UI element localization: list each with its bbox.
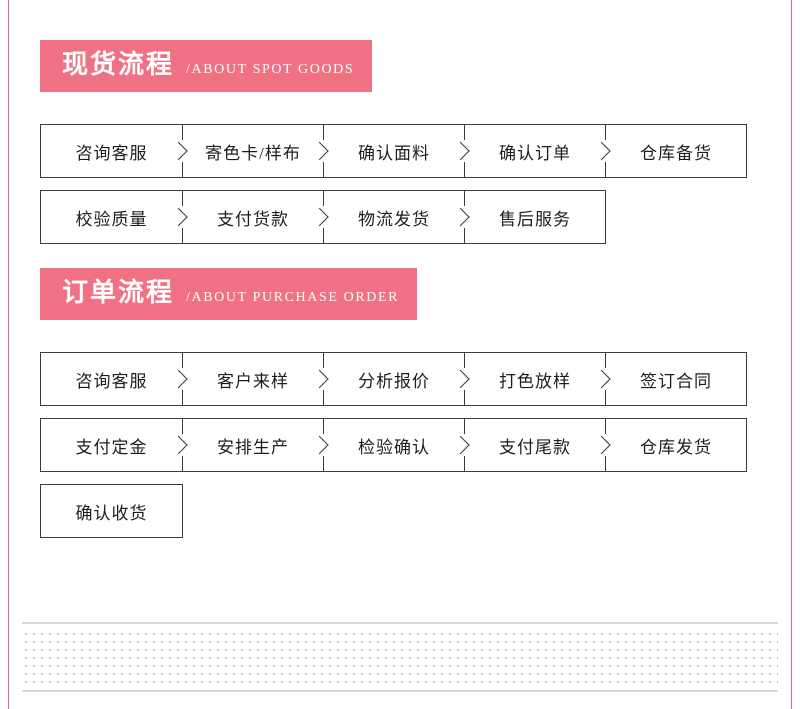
flow-step[interactable]: 确认订单: [458, 125, 605, 177]
flow-step[interactable]: 分析报价: [317, 353, 464, 405]
flow-step-label: 安排生产: [217, 437, 289, 457]
flow-step-label: 寄色卡/样布: [205, 143, 301, 163]
flow-step[interactable]: 仓库发货: [599, 419, 746, 471]
flow-step-label: 分析报价: [358, 371, 430, 391]
heading-title-en: /ABOUT SPOT GOODS: [186, 62, 355, 77]
right-red-rule: [791, 0, 792, 709]
flow-step-label: 签订合同: [640, 371, 712, 391]
flow-step-label: 支付定金: [75, 437, 148, 457]
flow-row: 咨询客服 客户来样 分析报价 打色放样 签订合同: [40, 352, 747, 406]
flow-step[interactable]: 支付尾款: [458, 419, 605, 471]
flow-step-label: 仓库发货: [640, 437, 712, 457]
flow-step[interactable]: 支付定金: [41, 419, 182, 471]
flow-step-label: 确认面料: [358, 143, 430, 163]
flow-step[interactable]: 咨询客服: [41, 353, 182, 405]
flow-step[interactable]: 物流发货: [317, 191, 464, 243]
flow-step[interactable]: 确认面料: [317, 125, 464, 177]
flow-row: 确认收货: [40, 484, 183, 538]
flow-step[interactable]: 咨询客服: [41, 125, 182, 177]
flow-step-label: 客户来样: [217, 371, 289, 391]
flow-step-label: 确认收货: [75, 503, 148, 523]
flow-step[interactable]: 安排生产: [176, 419, 323, 471]
flow-step[interactable]: 校验质量: [41, 191, 182, 243]
footer-dot-pattern: [22, 630, 778, 686]
flow-step-label: 校验质量: [75, 209, 148, 229]
section-purchase-order: 订单流程 /ABOUT PURCHASE ORDER 咨询客服 客户来样 分析报…: [40, 268, 747, 538]
flow-step[interactable]: 支付货款: [176, 191, 323, 243]
flow-step-label: 打色放样: [499, 371, 571, 391]
left-red-rule: [8, 0, 9, 709]
footer-divider-top: [22, 622, 778, 624]
flow-row: 咨询客服 寄色卡/样布 确认面料 确认订单 仓库备货: [40, 124, 747, 178]
section-heading-spot-goods: 现货流程 /ABOUT SPOT GOODS: [40, 40, 373, 92]
flow-step[interactable]: 签订合同: [599, 353, 746, 405]
flow-step[interactable]: 售后服务: [458, 191, 605, 243]
flow-step[interactable]: 打色放样: [458, 353, 605, 405]
flow-step[interactable]: 客户来样: [176, 353, 323, 405]
flow-step[interactable]: 检验确认: [317, 419, 464, 471]
heading-title-cn: 订单流程: [62, 278, 175, 307]
section-heading-purchase-order: 订单流程 /ABOUT PURCHASE ORDER: [40, 268, 418, 320]
flow-step-label: 售后服务: [499, 209, 571, 229]
flow-step-label: 咨询客服: [75, 371, 148, 391]
flow-step[interactable]: 寄色卡/样布: [176, 125, 323, 177]
flow-step-label: 仓库备货: [640, 143, 712, 163]
heading-title-en: /ABOUT PURCHASE ORDER: [186, 290, 400, 305]
section-spot-goods: 现货流程 /ABOUT SPOT GOODS 咨询客服 寄色卡/样布 确认面料 …: [40, 40, 747, 244]
flow-step[interactable]: 仓库备货: [599, 125, 746, 177]
footer-divider-bottom: [22, 690, 778, 692]
flow-row: 支付定金 安排生产 检验确认 支付尾款 仓库发货: [40, 418, 747, 472]
flow-step[interactable]: 确认收货: [41, 485, 182, 537]
flow-step-label: 确认订单: [499, 143, 571, 163]
flow-step-label: 咨询客服: [75, 143, 148, 163]
flow-step-label: 支付尾款: [499, 437, 571, 457]
heading-title-cn: 现货流程: [62, 50, 175, 79]
flow-step-label: 检验确认: [358, 437, 430, 457]
flow-step-label: 物流发货: [358, 209, 430, 229]
flow-row: 校验质量 支付货款 物流发货 售后服务: [40, 190, 606, 244]
flow-step-label: 支付货款: [217, 209, 289, 229]
